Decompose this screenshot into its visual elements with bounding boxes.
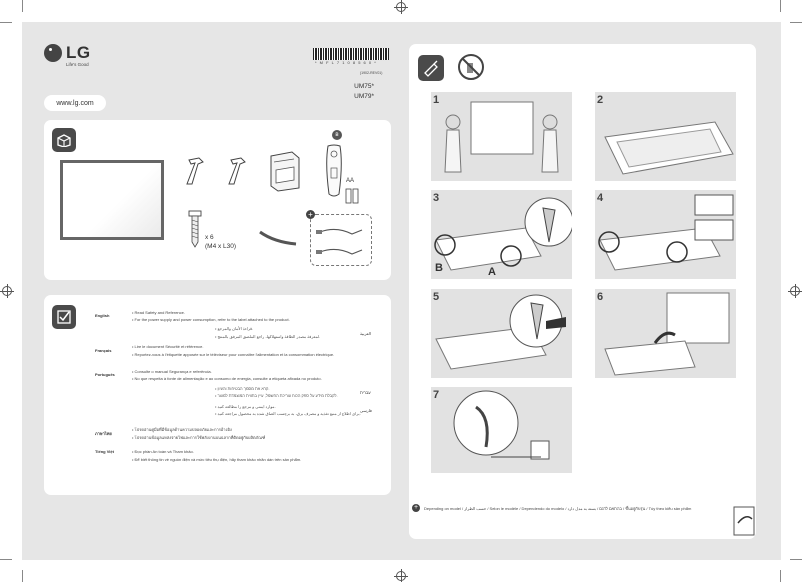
safety-text-rtl: • قراءة الأمان والمرجع.: [215, 326, 254, 331]
lg-logo-icon: [44, 44, 62, 62]
point-label-a: A: [488, 266, 496, 278]
language-label: עברית: [360, 390, 371, 395]
language-label: English: [95, 313, 110, 318]
safety-text-rtl: • برای اطلاع از منبع تغذیه و مصرف برق، ب…: [215, 411, 361, 416]
safety-text-rtl: • موارد ایمنی و مرجع را مطالعه کنید.: [215, 404, 276, 409]
step-illustration: 4: [595, 190, 736, 279]
language-label: فارسی: [360, 408, 372, 413]
crop-mark: [780, 570, 781, 582]
open-box-icon: [52, 128, 76, 152]
website-link[interactable]: www.lg.com: [44, 95, 106, 111]
safety-text: • Lire le document Sécurité et référence…: [132, 344, 204, 349]
step-number: 3: [433, 192, 440, 204]
registration-mark: [788, 284, 802, 298]
step-number: 7: [433, 389, 440, 401]
crop-mark: [790, 22, 802, 23]
barcode-text: * M F L 7 1 0 8 5 6 0 *: [315, 60, 377, 65]
page-turn-icon: [733, 506, 755, 536]
crop-mark: [22, 0, 23, 12]
stand-left-illustration: [186, 157, 204, 185]
brand-logo-text: LG: [66, 43, 91, 62]
step-illustration: 2: [595, 92, 736, 181]
screw-size: (M4 x L30): [205, 243, 237, 250]
barcode: [313, 48, 389, 60]
safety-text-rtl: • لمعرفة مصدر الطاقة واستهلاكها، راجع ال…: [215, 334, 321, 339]
plus-icon: +: [306, 210, 315, 219]
crop-mark: [790, 559, 802, 560]
cable-illustration: [316, 228, 363, 255]
batteries-illustration: [345, 188, 359, 204]
model-name: UM75*: [354, 83, 374, 90]
safety-reference-card: [44, 295, 391, 495]
step-number: 4: [597, 192, 604, 204]
model-name: UM79*: [354, 93, 374, 100]
depending-on-model-note: Depending on model / حسب الطراز / Selon …: [424, 506, 692, 511]
screw-illustration: [188, 210, 202, 248]
step-number: 1: [433, 94, 440, 106]
tv-illustration: [60, 160, 164, 240]
safety-text: • โปรดอ่านข้อมูลแหล่งจ่ายไฟและการใช้พลัง…: [132, 435, 266, 440]
step-number: 6: [597, 291, 604, 303]
step-illustration: 7: [431, 387, 572, 473]
safety-text: • No que respeita à fonte de alimentação…: [132, 376, 322, 381]
crop-mark: [780, 0, 781, 12]
safety-text-rtl: • קרא את מסמך הבטיחות והעיון.: [215, 386, 270, 391]
checklist-icon: [52, 305, 76, 329]
safety-text: • Để biết thông tin về nguồn điện và mức…: [132, 457, 302, 462]
screw-quantity: x 6: [205, 234, 214, 241]
step-illustration: 5: [431, 289, 572, 378]
cleaning-cloth-icon: [418, 55, 444, 81]
safety-text: • Consulte o manual Segurança e referênc…: [132, 369, 212, 374]
batteries-label: AA: [346, 178, 355, 184]
language-label: Tiếng Việt: [95, 449, 114, 454]
document-code: (1902-REV01): [360, 71, 383, 75]
language-label: ภาษาไทย: [95, 431, 112, 436]
safety-text: • Read Safety and Reference.: [132, 310, 185, 315]
language-label: Français: [95, 348, 112, 353]
step-illustration: 1: [431, 92, 572, 181]
step-illustration: 3 B A: [431, 190, 572, 279]
safety-text: • For the power supply and power consump…: [132, 317, 290, 322]
safety-text: • Reportez-vous à l'étiquette apposée su…: [132, 352, 335, 357]
safety-text-rtl: • לקבלת מידע על ספק הכוח וצריכת החשמל, ע…: [215, 393, 338, 398]
plus-icon: +: [412, 504, 420, 512]
stand-right-illustration: [228, 157, 246, 185]
registration-mark: [0, 284, 14, 298]
step-illustration: 6: [595, 289, 736, 378]
crop-mark: [0, 22, 12, 23]
optional-parts-box: [310, 214, 372, 266]
cable-holder-illustration: [259, 230, 297, 246]
remote-control-illustration: [326, 144, 342, 197]
language-label: Português: [95, 372, 115, 377]
safety-text: • Đọc phần An toàn và Tham khảo.: [132, 449, 194, 454]
crop-mark: [22, 570, 23, 582]
no-spray-icon: [458, 54, 484, 80]
registration-mark: [394, 0, 408, 14]
manual-booklet-illustration: [270, 151, 300, 192]
language-label: العربية: [360, 331, 371, 336]
crop-mark: [0, 559, 12, 560]
brand-slogan: Life's Good: [66, 62, 89, 67]
step-number: 5: [433, 291, 440, 303]
safety-text: • โปรดอ่านคู่มือที่มีข้อมูลด้านความปลอดภ…: [132, 427, 232, 432]
point-label-b: B: [435, 262, 443, 274]
step-number: 2: [597, 94, 604, 106]
registration-mark: [394, 569, 408, 582]
bluetooth-icon: ʙ: [332, 130, 342, 140]
